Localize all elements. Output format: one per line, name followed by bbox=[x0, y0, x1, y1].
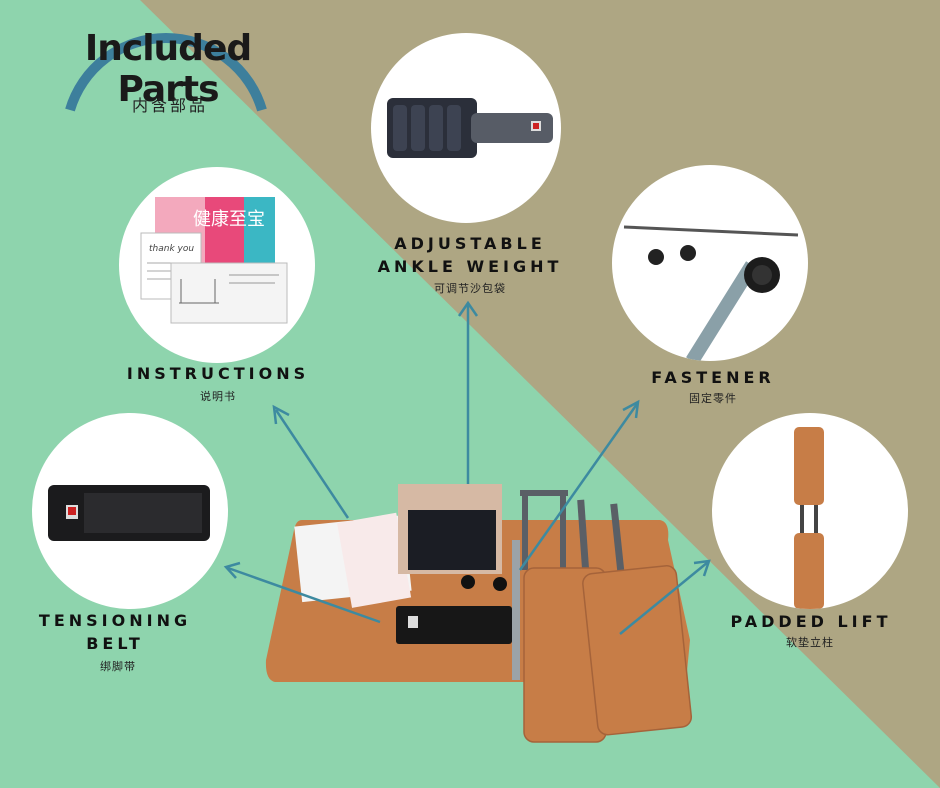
tensioning-belt-zh: 绑脚带 bbox=[100, 660, 136, 673]
tensioning-belt-label-line2: BELT bbox=[86, 634, 144, 653]
instructions-zh: 说明书 bbox=[200, 390, 236, 403]
belt bbox=[396, 606, 512, 644]
fastener-label: FASTENER bbox=[651, 368, 775, 387]
fastener-zh: 固定零件 bbox=[689, 392, 737, 405]
ankle-weight-image bbox=[387, 98, 553, 158]
padded-lift-image bbox=[794, 427, 824, 609]
instructions-label: INSTRUCTIONS bbox=[126, 364, 310, 383]
booklet-thank-you: thank you bbox=[149, 244, 194, 254]
ankle-weight-circle bbox=[371, 33, 561, 223]
metal-frame bbox=[520, 490, 568, 496]
fastener-image bbox=[623, 225, 799, 361]
tensioning-belt-label-line1: TENSIONING bbox=[38, 611, 192, 630]
padded-lift-label: PADDED LIFT bbox=[730, 612, 892, 631]
ankle-weight-zh: 可调节沙包袋 bbox=[434, 282, 506, 295]
ankle-weight-label-line1: ADJUSTABLE bbox=[394, 234, 546, 253]
page-subtitle: 内含部品 bbox=[131, 96, 208, 115]
page-title: Included Parts bbox=[84, 28, 252, 110]
tensioning-belt-label: TENSIONING BELT bbox=[20, 609, 210, 655]
ankle-weight-label: ADJUSTABLE ANKLE WEIGHT bbox=[360, 232, 580, 278]
arrows bbox=[223, 300, 711, 635]
ankle-weight-label-line2: ANKLE WEIGHT bbox=[377, 257, 563, 276]
padded-lift-circle bbox=[712, 413, 908, 609]
booklet-cover-text: 健康至宝 bbox=[193, 209, 265, 230]
knob bbox=[461, 575, 475, 589]
metal-pole bbox=[512, 540, 520, 680]
tensioning-belt-circle bbox=[32, 413, 228, 609]
fastener-circle bbox=[612, 165, 808, 361]
instructions-image: 健康至宝 thank you bbox=[140, 197, 288, 324]
tensioning-belt-image bbox=[48, 485, 210, 541]
instructions-circle: 健康至宝 thank you bbox=[119, 167, 315, 363]
padded-lift-zh: 软垫立柱 bbox=[786, 636, 834, 649]
